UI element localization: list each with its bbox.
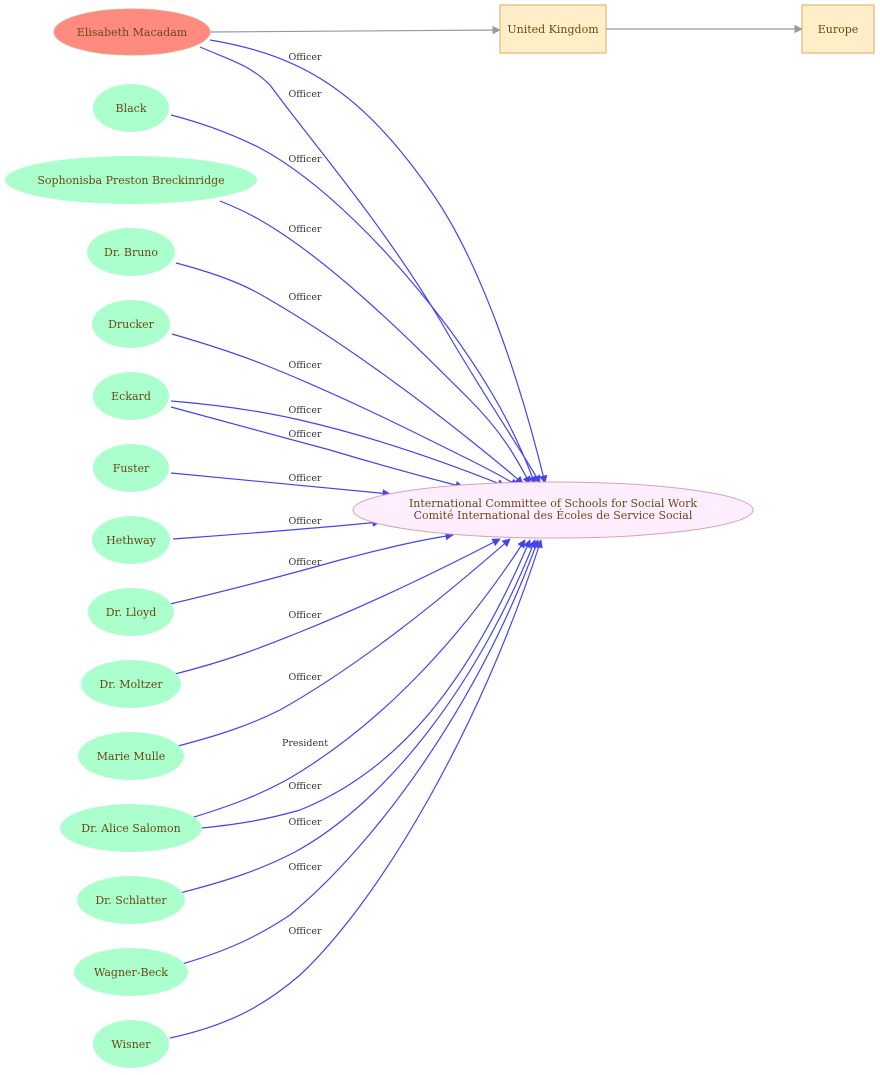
node-label: Sophonisba Preston Breckinridge	[37, 174, 224, 187]
node-label: Fuster	[113, 462, 150, 475]
edge-label: Officer	[288, 89, 322, 100]
person-ellipse	[93, 444, 169, 492]
node-label: Dr. Schlatter	[95, 894, 167, 907]
person-ellipse	[60, 804, 202, 852]
node-place-uk[interactable]: United Kingdom	[499, 4, 607, 54]
node-person-moltzer[interactable]: Dr. Moltzer	[81, 660, 181, 708]
edge-label: Officer	[288, 292, 322, 303]
edge-macadam-to-icssw	[209, 39, 548, 484]
person-ellipse	[81, 660, 181, 708]
node-person-mulle[interactable]: Marie Mulle	[78, 732, 184, 780]
edge-label: Officer	[288, 405, 322, 416]
edge-label: Officer	[288, 926, 322, 937]
place-box	[801, 4, 875, 54]
node-person-fuster[interactable]: Fuster	[93, 444, 169, 492]
node-person-bruno[interactable]: Dr. Bruno	[87, 228, 175, 276]
node-label: Elisabeth Macadam	[77, 26, 188, 39]
edge-label: Officer	[288, 862, 322, 873]
edge-label: Officer	[288, 473, 322, 484]
person-ellipse	[87, 228, 175, 276]
edge-wisner-to-icssw	[169, 539, 543, 1039]
node-person-schlatter[interactable]: Dr. Schlatter	[77, 876, 185, 924]
node-person-hethway[interactable]: Hethway	[92, 516, 170, 564]
edges-layer	[169, 24, 803, 1039]
node-label: Dr. Lloyd	[106, 606, 157, 619]
edge-black-to-icssw	[170, 114, 537, 485]
organization-ellipse	[352, 481, 754, 539]
node-person-eckard[interactable]: Eckard	[93, 372, 169, 420]
edge-label: Officer	[288, 52, 322, 63]
node-person-breckinridge[interactable]: Sophonisba Preston Breckinridge	[5, 156, 257, 204]
node-elisabeth-macadam[interactable]: Elisabeth Macadam	[53, 8, 211, 56]
node-label: Eckard	[111, 390, 151, 403]
place-box	[499, 4, 607, 54]
person-ellipse	[92, 516, 170, 564]
node-label: United Kingdom	[507, 23, 599, 36]
organization-label-line2: Comité International des Écoles de Servi…	[414, 508, 693, 522]
edge-label: Officer	[288, 516, 322, 527]
node-label: Europe	[818, 23, 859, 36]
edge-breckinridge-to-icssw	[219, 200, 531, 485]
node-label: Wagner-Beck	[94, 966, 168, 979]
node-label: Dr. Alice Salomon	[81, 822, 180, 835]
person-ellipse	[93, 1020, 169, 1068]
person-ellipse	[5, 156, 257, 204]
person-ellipse	[74, 948, 188, 996]
person-ellipse	[78, 732, 184, 780]
edge-label: Officer	[288, 781, 322, 792]
node-place-europe[interactable]: Europe	[801, 4, 875, 54]
person-ellipse	[77, 876, 185, 924]
edge-salomon-to-icssw	[190, 539, 526, 819]
node-label: Black	[116, 102, 147, 115]
node-person-drucker[interactable]: Drucker	[92, 300, 170, 348]
node-label: Hethway	[106, 534, 157, 547]
edge-lloyd-to-icssw	[169, 531, 454, 605]
focus-person-ellipse	[53, 8, 211, 56]
edge-label: Officer	[288, 360, 322, 371]
edge-label: Officer	[288, 557, 322, 568]
person-ellipse	[92, 300, 170, 348]
edge-bruno-to-icssw	[175, 262, 524, 485]
edge-schlatter-to-icssw	[179, 539, 537, 894]
edge-moltzer-to-icssw	[174, 538, 501, 675]
node-person-black[interactable]: Black	[93, 84, 169, 132]
node-label: Drucker	[108, 318, 154, 331]
node-person-wagner[interactable]: Wagner-Beck	[74, 948, 188, 996]
edge-wagner-to-icssw	[181, 539, 540, 965]
node-organization-icssw[interactable]: International Committee of Schools for S…	[352, 481, 754, 539]
edge-label: Officer	[288, 672, 322, 683]
node-person-lloyd[interactable]: Dr. Lloyd	[88, 588, 174, 636]
node-label: Dr. Bruno	[104, 246, 158, 259]
edge-mulle-to-icssw	[177, 538, 511, 747]
edge-label: Officer	[288, 817, 322, 828]
edge-eckard-to-icssw	[170, 400, 506, 488]
person-ellipse	[88, 588, 174, 636]
edge-labels-layer: OfficerOfficerOfficerOfficerOfficerOffic…	[282, 52, 328, 937]
edge-macadam-to-uk	[209, 25, 501, 35]
node-label: Wisner	[111, 1038, 151, 1051]
edge-salomon-to-icssw	[201, 539, 531, 829]
node-label: Marie Mulle	[97, 750, 166, 763]
organization-label-line1: International Committee of Schools for S…	[409, 497, 697, 510]
edge-eckard-to-icssw	[170, 406, 464, 490]
person-ellipse	[93, 84, 169, 132]
edge-hethway-to-icssw	[172, 518, 381, 540]
edge-drucker-to-icssw	[171, 333, 519, 487]
nodes-layer: Elisabeth Macadam United Kingdom EuropeInt…	[5, 4, 875, 1068]
edge-macadam-to-icssw	[199, 46, 541, 484]
edge-label: Officer	[288, 429, 322, 440]
node-person-salomon[interactable]: Dr. Alice Salomon	[60, 804, 202, 852]
node-label: Dr. Moltzer	[99, 678, 163, 691]
edge-label: Officer	[288, 154, 322, 165]
edge-fuster-to-icssw	[170, 472, 391, 498]
edge-label: President	[282, 738, 328, 749]
node-person-wisner[interactable]: Wisner	[93, 1020, 169, 1068]
edge-label: Officer	[288, 610, 322, 621]
edge-label: Officer	[288, 224, 322, 235]
person-ellipse	[93, 372, 169, 420]
